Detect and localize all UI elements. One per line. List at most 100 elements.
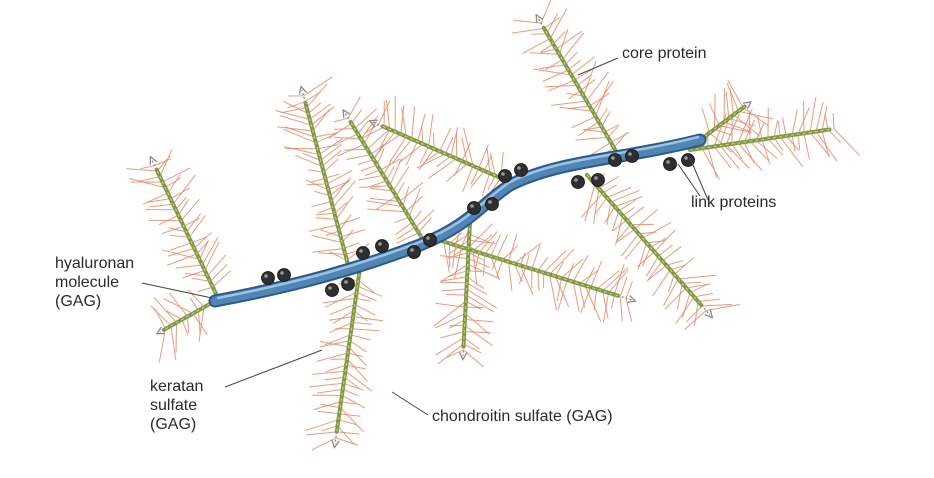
chondroitin-bristle [347, 352, 363, 357]
chondroitin-bristle [331, 176, 351, 202]
chondroitin-bristle [496, 259, 504, 277]
chondroitin-bristle [394, 216, 410, 224]
chondroitin-bristle [159, 149, 173, 177]
chondroitin-bristle [332, 310, 355, 324]
link-protein-bead [485, 197, 499, 211]
chondroitin-bristle [642, 221, 672, 239]
chondroitin-bristle [439, 255, 469, 259]
chondroitin-bristle [714, 128, 733, 137]
chondroitin-bristle [683, 310, 707, 331]
chondroitin-bristle [821, 130, 830, 158]
chondroitin-bristle [465, 300, 482, 310]
chondroitin-bristle [742, 107, 769, 127]
link-protein-bead [514, 163, 528, 177]
link-protein-shine [470, 204, 474, 208]
link-protein-bead [407, 245, 421, 259]
chondroitin-bristle [432, 132, 435, 149]
chondroitin-bristle [389, 158, 403, 186]
chondroitin-bristle [593, 188, 600, 224]
chondroitin-bristle [156, 155, 171, 172]
link-protein-shine [344, 280, 348, 284]
chondroitin-bristle [401, 107, 407, 137]
chondroitin-bristle [328, 322, 353, 334]
chondroitin-bristle [314, 132, 337, 138]
chondroitin-bristle [595, 81, 610, 117]
chondroitin-bristle [761, 139, 771, 165]
chondroitin-bristle [611, 210, 620, 232]
chondroitin-bristle [466, 276, 485, 290]
chondroitin-bristle [340, 401, 356, 405]
link-protein-bead [356, 246, 370, 260]
chondroitin-bristle [709, 132, 733, 153]
chondroitin-bristle [398, 143, 424, 163]
chondroitin-bristle [607, 126, 619, 138]
chondroitin-bristle [725, 91, 730, 119]
chondroitin-bristle [556, 278, 562, 302]
chondroitin-bristle [405, 141, 418, 166]
chondroitin-bristle [467, 258, 490, 268]
chondroitin-bristle [154, 158, 172, 166]
chondroitin-bristle [490, 256, 500, 281]
chondroitin-bristle [642, 247, 651, 267]
chondroitin-bristle [466, 223, 493, 250]
chondroitin-bristle [199, 240, 209, 260]
chondroitin-bristle [540, 48, 557, 54]
chondroitin-bristle [470, 170, 485, 189]
link-protein-shine [328, 286, 332, 290]
chondroitin-bristle [464, 325, 493, 347]
chondroitin-bristle [433, 300, 467, 327]
chondroitin-bristle [311, 201, 332, 208]
chondroitin-bristle [543, 17, 560, 29]
chondroitin-bristle [561, 258, 584, 279]
chondroitin-bristle [283, 128, 317, 144]
chondroitin-bristle [602, 267, 629, 292]
chondroitin-bristle [624, 237, 643, 260]
chondroitin-bristle [167, 247, 195, 257]
chondroitin-bristle [350, 334, 371, 341]
chondroitin-bristle [201, 237, 219, 266]
chondroitin-bristle [445, 163, 468, 183]
chondroitin-bristle [375, 195, 397, 211]
chondroitin-bristle [481, 173, 491, 196]
chondroitin-bristle [408, 188, 421, 218]
chondroitin-bristle [551, 100, 587, 106]
chondroitin-bristle [449, 232, 463, 244]
chain-extension-arrow [152, 160, 157, 170]
chondroitin-bristle [791, 134, 796, 152]
chondroitin-bristle [743, 141, 755, 164]
link-protein-shine [264, 274, 268, 278]
chondroitin-bristle [626, 206, 645, 221]
chondroitin-bristle [129, 178, 166, 189]
chondroitin-bristle [345, 370, 373, 392]
chondroitin-bristle [540, 43, 554, 53]
chondroitin-bristle [797, 134, 801, 151]
chondroitin-bristle [545, 59, 563, 71]
chondroitin-bristle [508, 233, 518, 262]
core-protein-highlight [462, 221, 471, 347]
chondroitin-bristle [815, 102, 824, 132]
chondroitin-bristle [280, 107, 307, 114]
chondroitin-bristle [646, 264, 667, 282]
core-protein-highlight [586, 174, 702, 306]
chondroitin-bristle [146, 198, 171, 203]
chondroitin-bristle [773, 119, 779, 138]
chondroitin-bristle [832, 113, 835, 129]
chondroitin-bristle [682, 281, 702, 284]
link-protein-bead [341, 277, 355, 291]
chondroitin-bristle [441, 264, 469, 282]
chondroitin-bristle [411, 106, 416, 140]
chondroitin-bristle [140, 165, 155, 170]
chondroitin-bristle [324, 376, 345, 381]
chain-extension-arrow [617, 296, 632, 300]
chondroitin-bristle [209, 264, 228, 282]
chondroitin-bristle [150, 305, 172, 327]
chondroitin-bristle [593, 289, 598, 310]
chondroitin-bristle [165, 310, 183, 321]
chondroitin-bristle [376, 148, 385, 166]
chondroitin-bristle [646, 240, 666, 244]
chondroitin-bristle [610, 294, 615, 309]
chondroitin-bristle [149, 203, 174, 208]
chondroitin-bristle [154, 308, 166, 330]
chondroitin-bristle [287, 101, 306, 109]
chondroitin-bristle [610, 131, 630, 143]
